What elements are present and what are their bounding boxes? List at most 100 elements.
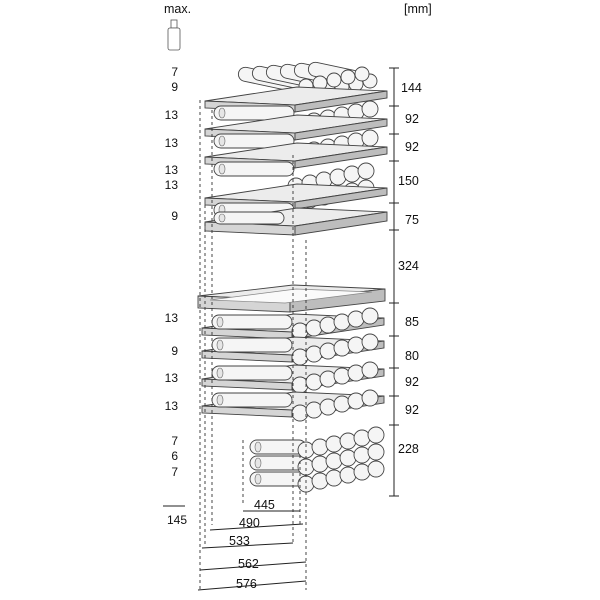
bottle-base	[325, 435, 343, 453]
bottle-base	[347, 336, 365, 354]
height-label: 150	[398, 174, 419, 188]
bottle-base	[353, 446, 371, 464]
bottle-base	[297, 475, 315, 493]
height-label: 324	[398, 259, 419, 273]
bottle-base	[367, 426, 385, 444]
height-label: 75	[405, 213, 419, 227]
bottle-base	[361, 307, 379, 325]
bottle-base	[333, 367, 351, 385]
bottle-base	[361, 389, 379, 407]
wine-rack-drawing	[197, 61, 388, 493]
bottle-neck	[216, 316, 224, 328]
bottle-body	[213, 161, 295, 177]
bottle-base	[325, 469, 343, 487]
height-label: 92	[405, 112, 419, 126]
depth-label: 490	[239, 516, 260, 530]
bottle-base	[319, 370, 337, 388]
bottle-neck	[254, 441, 262, 453]
depth-label: 533	[229, 534, 250, 548]
bottle-neck	[216, 394, 224, 406]
bottle-neck	[254, 457, 262, 469]
count-label: 7	[171, 465, 178, 479]
bottle-base	[347, 392, 365, 410]
count-label: 13	[165, 399, 179, 413]
bottle-base	[343, 165, 361, 183]
bottle-base	[319, 398, 337, 416]
count-label: 9	[171, 80, 178, 94]
shelf-side	[294, 90, 388, 113]
depth-label: 562	[238, 557, 259, 571]
bottle-base	[305, 373, 323, 391]
count-label: 13	[165, 136, 179, 150]
bottle-base	[354, 66, 370, 82]
bottle-base	[305, 319, 323, 337]
unit-label: [mm]	[404, 2, 432, 16]
bottle-base	[333, 313, 351, 331]
bottle-neck	[218, 213, 226, 223]
bottle-base	[353, 463, 371, 481]
bottle-base	[339, 449, 357, 467]
bottle-base	[333, 339, 351, 357]
depth-label: 445	[254, 498, 275, 512]
bottle-body	[211, 337, 293, 353]
bottle-base	[361, 333, 379, 351]
height-label: 92	[405, 403, 419, 417]
count-label: 13	[165, 108, 179, 122]
bottle-base	[347, 310, 365, 328]
count-label: 9	[171, 209, 178, 223]
height-label: 92	[405, 140, 419, 154]
bottle-base	[305, 345, 323, 363]
bottle-base	[311, 455, 329, 473]
bottle-base	[357, 162, 375, 180]
height-label: 80	[405, 349, 419, 363]
bottle-base	[347, 364, 365, 382]
bottle-base	[291, 404, 309, 422]
height-label: 144	[401, 81, 422, 95]
shelf-side	[294, 187, 388, 210]
height-dimension-column: 144 92 92 150 75 324 85 80 92 92 228	[389, 67, 422, 497]
bottle-base	[339, 466, 357, 484]
bottle-base	[361, 361, 379, 379]
bottle-base	[329, 168, 347, 186]
bottle-base	[340, 69, 356, 85]
bottle-base	[361, 100, 379, 118]
count-label: 9	[171, 344, 178, 358]
bottle-body	[213, 211, 285, 225]
bottle-base	[319, 342, 337, 360]
count-label: 13	[165, 311, 179, 325]
count-label: 13	[165, 178, 179, 192]
bottle-base	[353, 429, 371, 447]
bottle-neck	[218, 135, 226, 147]
bottle-body	[211, 365, 293, 381]
height-label: 92	[405, 375, 419, 389]
depth-label: 576	[236, 577, 257, 591]
bottle-base	[319, 316, 337, 334]
bottle-base	[325, 452, 343, 470]
height-label: 85	[405, 315, 419, 329]
drawer-inner	[209, 288, 373, 304]
bottle-body	[211, 314, 293, 330]
bottle-base	[361, 129, 379, 147]
depth-dimensions: 445 490 533 562 576	[197, 498, 307, 591]
bottle-base	[367, 460, 385, 478]
count-label: 6	[171, 449, 178, 463]
bottle-neck	[216, 367, 224, 379]
bottle-base	[311, 472, 329, 490]
shelf-side	[294, 211, 388, 236]
count-label: 13	[165, 163, 179, 177]
bottle-neck	[216, 339, 224, 351]
shelf-side	[294, 146, 388, 169]
max-label: max.	[164, 2, 191, 16]
bottle-base	[326, 72, 342, 88]
count-label: 7	[171, 65, 178, 79]
bottle-neck	[218, 107, 226, 119]
bottom-left-value: 145	[167, 513, 187, 527]
height-label: 228	[398, 442, 419, 456]
count-label: 13	[165, 371, 179, 385]
bottle-neck	[218, 163, 226, 175]
shelf-side	[294, 118, 388, 141]
bottle-base	[305, 401, 323, 419]
bottle-base	[333, 395, 351, 413]
bottle-body	[213, 133, 295, 149]
wine-bottle-icon	[167, 19, 181, 51]
